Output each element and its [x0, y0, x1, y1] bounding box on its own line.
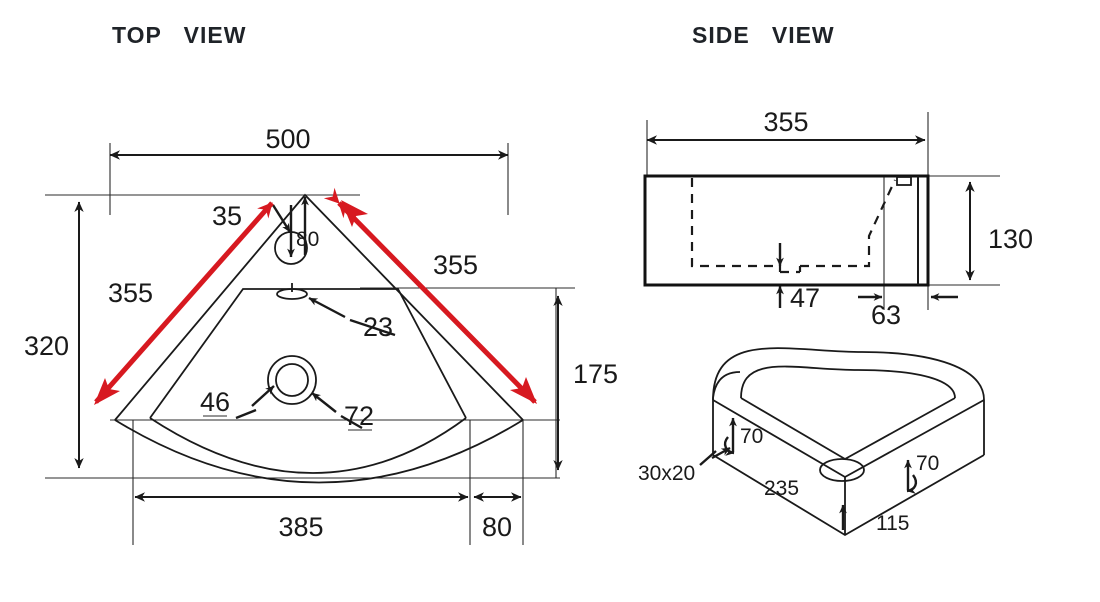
dim-label-faucet-80: 80: [296, 228, 319, 251]
dim-label-height-175: 175: [573, 359, 618, 389]
dim-label-iso-right-70: 70: [916, 452, 939, 475]
dim-label-side-355: 355: [763, 107, 808, 137]
side-view-group: 355 130 47 63: [643, 107, 1033, 330]
side-bowl-hidden-profile: [690, 178, 896, 274]
dim-label-overflow-23: 23: [363, 312, 393, 342]
dim-label-side-130: 130: [988, 224, 1033, 254]
iso-view-group: 30x20 70 70 235 115: [638, 347, 985, 537]
dim-label-diag-left-35: 35: [212, 201, 242, 231]
basin-bowl-rim: [149, 288, 467, 474]
top-view-title: TOP VIEW: [112, 22, 247, 48]
red-diagonal-left: [94, 201, 274, 404]
dim-label-side-47: 47: [790, 283, 820, 313]
top-view-extension-lines: [45, 143, 575, 545]
side-view-title: SIDE VIEW: [692, 22, 835, 48]
dim-label-iso-235: 235: [764, 477, 799, 500]
dim-label-offset-80: 80: [482, 512, 512, 542]
red-diagonal-left-heads: [94, 378, 120, 405]
dim-label-diag-right-355: 355: [433, 250, 478, 280]
leader-drain-46: [235, 385, 275, 420]
top-view-group: 80 23 46 72: [24, 124, 618, 545]
dim-label-bowl-385: 385: [278, 512, 323, 542]
dim-label-diag-left-355: 355: [108, 278, 153, 308]
dim-label-iso-left-70: 70: [740, 425, 763, 448]
basin-outline-top: [114, 193, 524, 484]
dim-faucet-offset: [271, 196, 309, 258]
dim-label-drain-72: 72: [344, 401, 374, 431]
dim-label-drain-46: 46: [200, 387, 230, 417]
leader-overflow-23: [308, 296, 396, 337]
side-top-notch: [896, 176, 912, 186]
dim-iso-right-70: [904, 459, 918, 494]
dim-label-iso-115: 115: [876, 512, 909, 535]
dim-label-width-500: 500: [265, 124, 310, 154]
leader-drain-72: [311, 392, 363, 430]
drain-hole: [267, 355, 317, 405]
side-view-body: [643, 174, 930, 287]
dim-label-depth-320: 320: [24, 331, 69, 361]
dim-label-iso-chamfer: 30x20: [638, 462, 695, 485]
red-diagonal-right-heads: [341, 200, 537, 404]
side-view-extension-lines: [645, 112, 1000, 310]
dim-iso-left-70: [723, 417, 737, 456]
red-diagonal-right: [323, 187, 537, 404]
dim-label-side-63: 63: [871, 300, 901, 330]
iso-drain-hole: [819, 458, 865, 482]
